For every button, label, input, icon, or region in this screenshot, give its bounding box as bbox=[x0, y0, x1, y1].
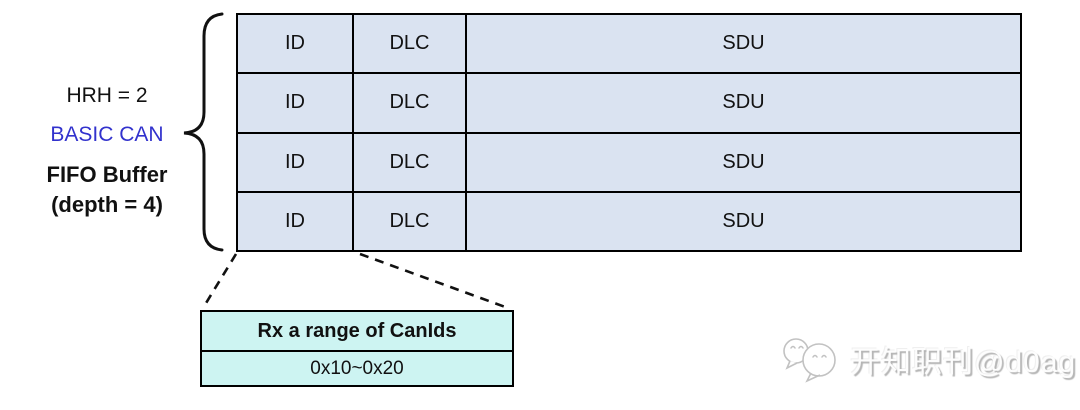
dashed-connector-right bbox=[359, 252, 509, 310]
canid-range-header: Rx a range of CanIds bbox=[202, 312, 512, 350]
table-row: ID DLC SDU bbox=[238, 133, 1020, 191]
curly-brace bbox=[183, 12, 224, 252]
table-row: ID DLC SDU bbox=[238, 192, 1020, 250]
watermark-text: 开知职刊@d0ag bbox=[850, 346, 1077, 379]
fifo-buffer-table: ID DLC SDU ID DLC SDU ID DLC SDU ID DLC … bbox=[236, 13, 1022, 252]
basic-can-label: BASIC CAN bbox=[50, 123, 164, 146]
id-cell: ID bbox=[238, 133, 352, 191]
table-row: ID DLC SDU bbox=[238, 15, 1020, 73]
hrh-label: HRH = 2 bbox=[66, 84, 148, 107]
id-cell: ID bbox=[238, 74, 352, 132]
dlc-cell: DLC bbox=[354, 133, 465, 191]
fifo-buffer-label: FIFO Buffer bbox=[46, 162, 168, 187]
canid-range-value: 0x10~0x20 bbox=[202, 352, 512, 385]
id-cell: ID bbox=[238, 15, 352, 73]
dlc-cell: DLC bbox=[354, 15, 465, 73]
sdu-cell: SDU bbox=[467, 192, 1020, 250]
fifo-depth-label: (depth = 4) bbox=[51, 192, 163, 217]
id-cell: ID bbox=[238, 192, 352, 250]
canid-range-table: Rx a range of CanIds 0x10~0x20 bbox=[200, 310, 514, 387]
sdu-cell: SDU bbox=[467, 133, 1020, 191]
sdu-cell: SDU bbox=[467, 15, 1020, 73]
chat-bubbles-icon bbox=[783, 338, 836, 383]
dashed-connector-left bbox=[201, 253, 238, 309]
sdu-cell: SDU bbox=[467, 74, 1020, 132]
dlc-cell: DLC bbox=[354, 192, 465, 250]
watermark: 开知职刊@d0ag bbox=[778, 334, 1076, 384]
dlc-cell: DLC bbox=[354, 74, 465, 132]
table-row: ID DLC SDU bbox=[238, 74, 1020, 132]
